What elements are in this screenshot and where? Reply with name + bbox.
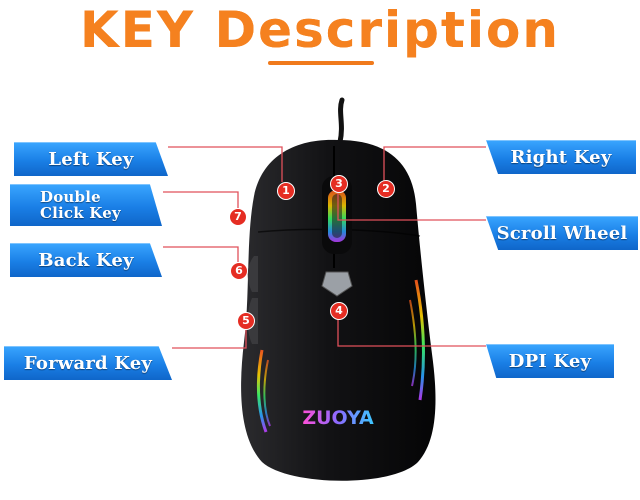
- label-right-key: Right Key: [486, 140, 636, 174]
- key-badge-6: 6: [230, 262, 248, 280]
- label-dpi-key-text: DPI Key: [508, 350, 592, 372]
- label-scroll-wheel-text: Scroll Wheel: [496, 222, 628, 244]
- label-dpi-key: DPI Key: [486, 344, 614, 378]
- label-right-key-text: Right Key: [510, 146, 612, 168]
- label-forward-key-text: Forward Key: [23, 352, 153, 374]
- dpi-button: [321, 271, 353, 297]
- title-word-description: Description: [214, 1, 560, 59]
- key-badge-7: 7: [229, 208, 247, 226]
- label-left-key: Left Key: [14, 142, 168, 176]
- key-badge-2: 2: [377, 180, 395, 198]
- label-forward-key: Forward Key: [4, 346, 172, 380]
- key-badge-5: 5: [237, 312, 255, 330]
- title-underline: [268, 61, 374, 65]
- label-double-click-line2: Click Key: [40, 204, 121, 222]
- brand-logo: ZUOYA: [302, 407, 374, 429]
- title-word-key: KEY: [80, 1, 196, 59]
- label-double-click-key: Double Click Key: [10, 184, 162, 226]
- mouse-cable: [337, 97, 345, 145]
- page-title: KEY Description: [0, 2, 640, 58]
- label-left-key-text: Left Key: [48, 148, 134, 170]
- label-back-key: Back Key: [10, 243, 162, 277]
- back-side-button: [247, 256, 258, 292]
- label-scroll-wheel: Scroll Wheel: [486, 216, 638, 250]
- key-badge-1: 1: [277, 182, 295, 200]
- key-badge-3: 3: [330, 175, 348, 193]
- label-double-click-line1: Double: [40, 188, 101, 206]
- key-badge-4: 4: [330, 302, 348, 320]
- label-back-key-text: Back Key: [38, 249, 134, 271]
